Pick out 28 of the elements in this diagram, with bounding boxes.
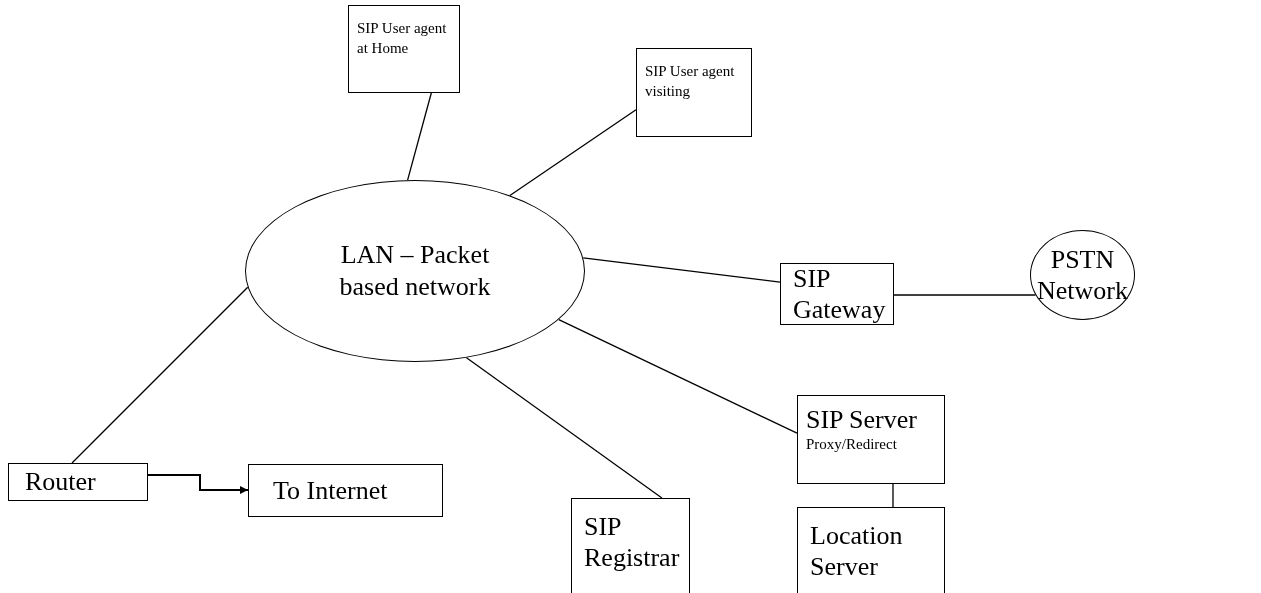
- node-label: LAN – Packet based network: [338, 238, 492, 303]
- node-label: Location Server: [810, 520, 904, 583]
- node-label: SIP Registrar: [584, 511, 681, 574]
- node-label: SIP Server: [806, 404, 917, 436]
- connector-line: [582, 257, 781, 283]
- node-label: To Internet: [273, 474, 388, 507]
- arrow: [147, 474, 249, 494]
- connector-line: [406, 92, 432, 181]
- node-label: SIP Gateway: [793, 262, 887, 326]
- connector-line: [465, 357, 663, 499]
- node-sublabel: Proxy/Redirect: [806, 435, 897, 455]
- node-label: SIP User agent visiting: [645, 62, 736, 102]
- component-box: [571, 498, 690, 593]
- component-box: [248, 464, 443, 517]
- component-box: [780, 263, 894, 325]
- node-label: SIP User agent at Home: [357, 19, 448, 59]
- component-box: [797, 395, 945, 484]
- connector-line: [509, 109, 637, 197]
- component-box: [348, 5, 460, 93]
- node-label: Router: [25, 466, 96, 498]
- connector-line: [71, 286, 249, 464]
- node-label: PSTN Network: [1036, 243, 1129, 307]
- component-box: [797, 507, 945, 593]
- connector-line: [892, 483, 894, 508]
- connector-line: [558, 318, 798, 434]
- component-box: [8, 463, 148, 501]
- connector-line: [893, 294, 1037, 296]
- component-box: [636, 48, 752, 137]
